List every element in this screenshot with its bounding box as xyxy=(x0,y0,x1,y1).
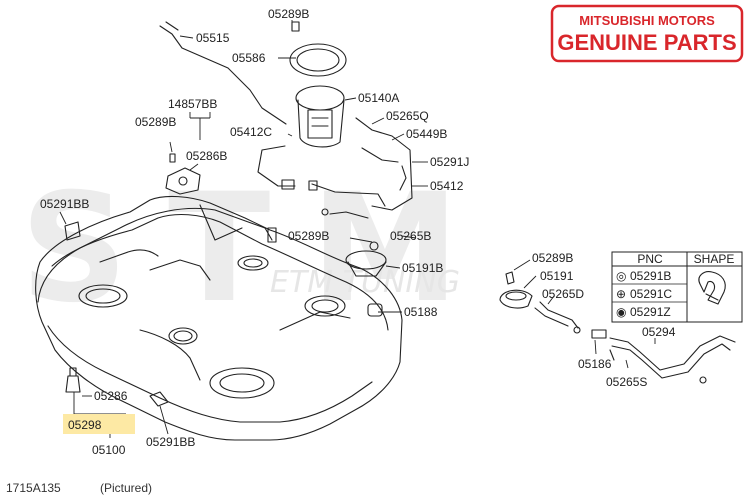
filler-side-parts[interactable] xyxy=(499,271,736,384)
legend-pnc-2[interactable]: 05291Z xyxy=(630,305,671,319)
logo-line2: GENUINE PARTS xyxy=(557,30,736,55)
label-05515[interactable]: 05515 xyxy=(196,31,230,45)
label-05291BB-top[interactable]: 05291BB xyxy=(40,197,89,211)
fuel-pump-module[interactable] xyxy=(289,21,347,148)
watermark-text: STM xyxy=(20,162,500,336)
legend-symbol-2: ◉ xyxy=(616,305,626,319)
legend-symbol-0: ◎ xyxy=(616,269,626,283)
label-05191B[interactable]: 05191B xyxy=(402,261,443,275)
fuel-lines[interactable] xyxy=(159,21,413,219)
label-05100[interactable]: 05100 xyxy=(92,443,126,457)
label-14857BB[interactable]: 14857BB xyxy=(168,97,217,111)
legend-symbol-1: ⊕ xyxy=(616,287,626,301)
label-05265B[interactable]: 05265B xyxy=(390,229,431,243)
mitsubishi-logo: MITSUBISHI MOTORS GENUINE PARTS xyxy=(550,4,744,63)
logo-line1: MITSUBISHI MOTORS xyxy=(579,13,715,28)
footer-code: 1715A135 xyxy=(6,481,61,495)
clip-shape-icon xyxy=(698,271,726,305)
legend-pnc-1[interactable]: 05291C xyxy=(630,287,672,301)
label-05289B-left[interactable]: 05289B xyxy=(135,115,176,129)
label-05294[interactable]: 05294 xyxy=(642,325,676,339)
label-05140A[interactable]: 05140A xyxy=(358,91,399,105)
legend-pnc-0[interactable]: 05291B xyxy=(630,269,671,283)
label-05291J[interactable]: 05291J xyxy=(430,155,469,169)
label-05449B[interactable]: 05449B xyxy=(406,127,447,141)
label-05188[interactable]: 05188 xyxy=(404,305,438,319)
label-05298[interactable]: 05298 xyxy=(68,418,102,432)
legend-header-shape: SHAPE xyxy=(694,252,735,266)
label-05191[interactable]: 05191 xyxy=(540,269,574,283)
label-05289B-mid[interactable]: 05289B xyxy=(288,229,329,243)
label-05289B-right[interactable]: 05289B xyxy=(532,251,573,265)
fuel-tank[interactable] xyxy=(35,195,403,441)
fuel-sender-cover[interactable] xyxy=(345,241,387,277)
logo-border xyxy=(550,4,744,63)
label-05186[interactable]: 05186 xyxy=(578,357,612,371)
label-05291BB-bottom[interactable]: 05291BB xyxy=(146,435,195,449)
label-05289B-top[interactable]: 05289B xyxy=(268,7,309,21)
label-05412[interactable]: 05412 xyxy=(430,179,464,193)
highlight-05298 xyxy=(63,414,135,434)
footer: 1715A135 (Pictured) xyxy=(6,481,152,495)
label-05412C[interactable]: 05412C xyxy=(230,125,272,139)
check-valve-05188[interactable] xyxy=(367,303,383,317)
watermark: STM ETM TUNING xyxy=(20,162,500,336)
label-05265Q[interactable]: 05265Q xyxy=(386,109,429,123)
tank-bottom-parts[interactable] xyxy=(64,221,169,407)
label-05265D[interactable]: 05265D xyxy=(542,287,584,301)
label-05286B[interactable]: 05286B xyxy=(186,149,227,163)
pump-bracket[interactable] xyxy=(165,153,201,195)
footer-note: (Pictured) xyxy=(100,481,152,495)
label-05586[interactable]: 05586 xyxy=(232,51,266,65)
legend-header-pnc: PNC xyxy=(637,252,663,266)
clip-legend-table: PNC SHAPE ◎ 05291B ⊕ 05291C ◉ 05291Z xyxy=(611,251,743,323)
label-05265S[interactable]: 05265S xyxy=(606,375,647,389)
label-05286[interactable]: 05286 xyxy=(94,389,128,403)
part-labels: 05289B 05515 05586 05140A 14857BB 05289B… xyxy=(40,7,676,457)
